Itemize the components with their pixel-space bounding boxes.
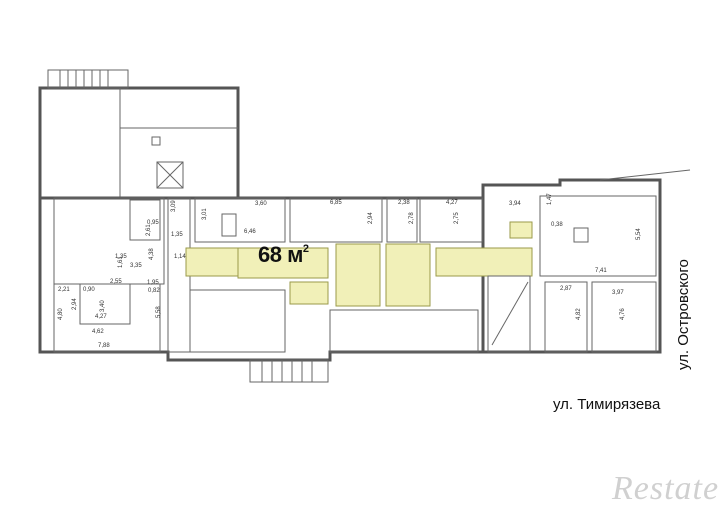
dimension-label: 2,75 bbox=[454, 212, 460, 224]
dimension-label: 2,61 bbox=[146, 224, 152, 236]
dimension-label: 6,85 bbox=[330, 200, 342, 206]
dimension-label: 3,97 bbox=[612, 290, 624, 296]
dimension-label: 0,90 bbox=[83, 287, 95, 293]
highlight-room bbox=[335, 243, 381, 307]
dimension-label: 1,47 bbox=[547, 193, 553, 205]
dimension-label: 5,58 bbox=[156, 306, 162, 318]
dimension-label: 0,38 bbox=[551, 222, 563, 228]
dimension-label: 2,55 bbox=[110, 279, 122, 285]
dimension-label: 3,94 bbox=[509, 201, 521, 207]
top-stair bbox=[47, 69, 129, 89]
dimension-label: 2,94 bbox=[368, 212, 374, 224]
dimension-label: 0,95 bbox=[147, 220, 159, 226]
room-upper-1 bbox=[194, 197, 286, 243]
street-label-bottom: ул. Тимирязева bbox=[553, 396, 661, 413]
street-label-right: ул. Островского bbox=[675, 259, 692, 370]
bottom-stair bbox=[249, 359, 329, 383]
highlight-room bbox=[385, 243, 431, 307]
dimension-label: 4,27 bbox=[95, 314, 107, 320]
dimension-label: 2,87 bbox=[560, 286, 572, 292]
dimension-label: 2,78 bbox=[409, 212, 415, 224]
dimension-label: 3,40 bbox=[100, 300, 106, 312]
highlight-room bbox=[237, 247, 329, 279]
dimension-label: 3,09 bbox=[171, 200, 177, 212]
highlight-room bbox=[509, 221, 533, 239]
room-upper-2 bbox=[289, 197, 383, 243]
watermark-logo: Restate bbox=[612, 470, 720, 507]
dimension-label: 7,41 bbox=[595, 268, 607, 274]
dimension-label: 4,82 bbox=[576, 308, 582, 320]
highlight-room bbox=[185, 247, 239, 277]
dimension-label: 4,76 bbox=[620, 308, 626, 320]
room-right bbox=[539, 195, 657, 277]
dimension-label: 2,38 bbox=[398, 200, 410, 206]
dimension-label: 7,88 bbox=[98, 343, 110, 349]
dimension-label: 4,38 bbox=[149, 248, 155, 260]
dimension-label: 3,01 bbox=[202, 208, 208, 220]
dimension-label: 4,27 bbox=[446, 200, 458, 206]
room-lower bbox=[487, 275, 531, 353]
dimension-label: 4,80 bbox=[58, 308, 64, 320]
dimension-label: 6,46 bbox=[244, 229, 256, 235]
dimension-label: 1,14 bbox=[174, 254, 186, 260]
area-label: 68 м2 bbox=[258, 242, 309, 267]
room-bottom-left bbox=[53, 283, 161, 353]
room-left bbox=[53, 197, 165, 285]
stair-shaft bbox=[156, 161, 184, 189]
dimension-label: 1,35 bbox=[115, 254, 127, 260]
highlight-room bbox=[289, 281, 329, 305]
dimension-label: 4,62 bbox=[92, 329, 104, 335]
dimension-labels: 3,60 6,85 2,38 4,27 3,94 1,47 0,38 3,09 3,01 6,46… bbox=[58, 193, 642, 349]
highlight-room bbox=[435, 247, 533, 277]
dimension-label: 3,35 bbox=[130, 263, 142, 269]
dimension-label: 2,94 bbox=[72, 298, 78, 310]
dimension-label: 0,82 bbox=[148, 288, 160, 294]
dimension-label: 1,61 bbox=[118, 256, 124, 268]
dimension-label: 3,60 bbox=[255, 201, 267, 207]
dimension-label: 2,21 bbox=[58, 287, 70, 293]
dimension-label: 1,95 bbox=[147, 280, 159, 286]
dimension-label: 5,54 bbox=[636, 228, 642, 240]
dimension-label: 1,35 bbox=[171, 232, 183, 238]
upper-left-block bbox=[38, 86, 240, 200]
